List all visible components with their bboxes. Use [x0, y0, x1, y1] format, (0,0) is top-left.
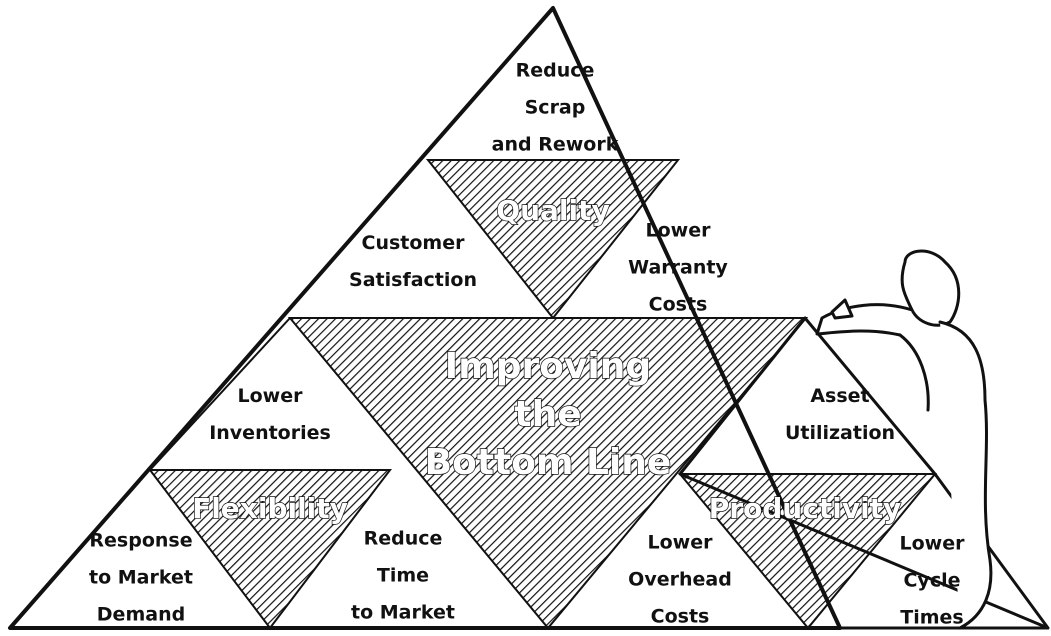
- inner-edge-left: [149, 317, 291, 471]
- asset-utilization-label: Asset Utilization: [784, 385, 896, 444]
- productivity-region: [677, 473, 938, 630]
- response-to-market-label: Response to Market Demand: [89, 529, 193, 626]
- reduce-scrap-label: Reduce Scrap and Rework: [491, 59, 619, 156]
- bottom-line-region: [287, 317, 809, 630]
- reduce-time-to-market-label: Reduce Time to Market: [351, 527, 455, 624]
- person-illustration: [815, 249, 993, 630]
- quality-region: [425, 159, 681, 320]
- main-pyramid-outline: [8, 6, 842, 630]
- flexibility-label: Flexibility: [191, 491, 348, 525]
- quality-label: Quality: [496, 193, 611, 227]
- bottom-line-label: Improving the Bottom Line: [424, 345, 672, 483]
- lower-overhead-label: Lower Overhead Costs: [628, 531, 732, 628]
- customer-satisfaction-label: Customer Satisfaction: [349, 232, 477, 291]
- lower-cycle-times-label: Lower Cycle Times: [899, 532, 965, 629]
- lower-warranty-label: Lower Warranty Costs: [628, 219, 728, 316]
- flexibility-region: [147, 469, 393, 630]
- lower-inventories-label: Lower Inventories: [209, 385, 331, 444]
- productivity-label: Productivity: [708, 491, 902, 525]
